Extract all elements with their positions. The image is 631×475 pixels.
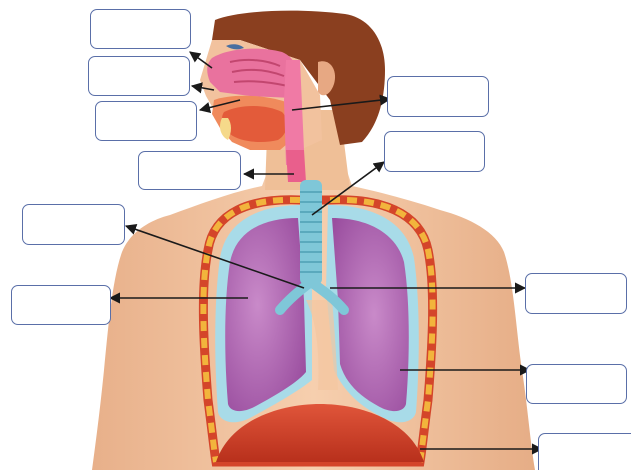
label-box-11[interactable] — [538, 433, 631, 470]
label-input-11[interactable] — [539, 434, 631, 470]
label-box-7[interactable] — [22, 204, 125, 245]
label-box-9[interactable] — [525, 273, 627, 314]
label-box-2[interactable] — [88, 56, 190, 96]
label-box-5[interactable] — [138, 151, 241, 190]
label-box-6[interactable] — [384, 131, 485, 172]
label-input-6[interactable] — [385, 132, 484, 171]
label-input-4[interactable] — [388, 77, 488, 116]
label-input-5[interactable] — [139, 152, 240, 189]
label-input-10[interactable] — [527, 365, 626, 403]
label-box-1[interactable] — [90, 9, 191, 49]
label-input-2[interactable] — [89, 57, 189, 95]
label-input-8[interactable] — [12, 286, 110, 324]
label-box-8[interactable] — [11, 285, 111, 325]
label-input-7[interactable] — [23, 205, 124, 244]
label-box-4[interactable] — [387, 76, 489, 117]
larynx — [286, 150, 306, 182]
jaw-bone — [220, 118, 231, 140]
label-box-3[interactable] — [95, 101, 197, 141]
label-input-9[interactable] — [526, 274, 626, 313]
label-box-10[interactable] — [526, 364, 627, 404]
label-input-3[interactable] — [96, 102, 196, 140]
label-input-1[interactable] — [91, 10, 190, 48]
left-lung — [225, 218, 306, 411]
